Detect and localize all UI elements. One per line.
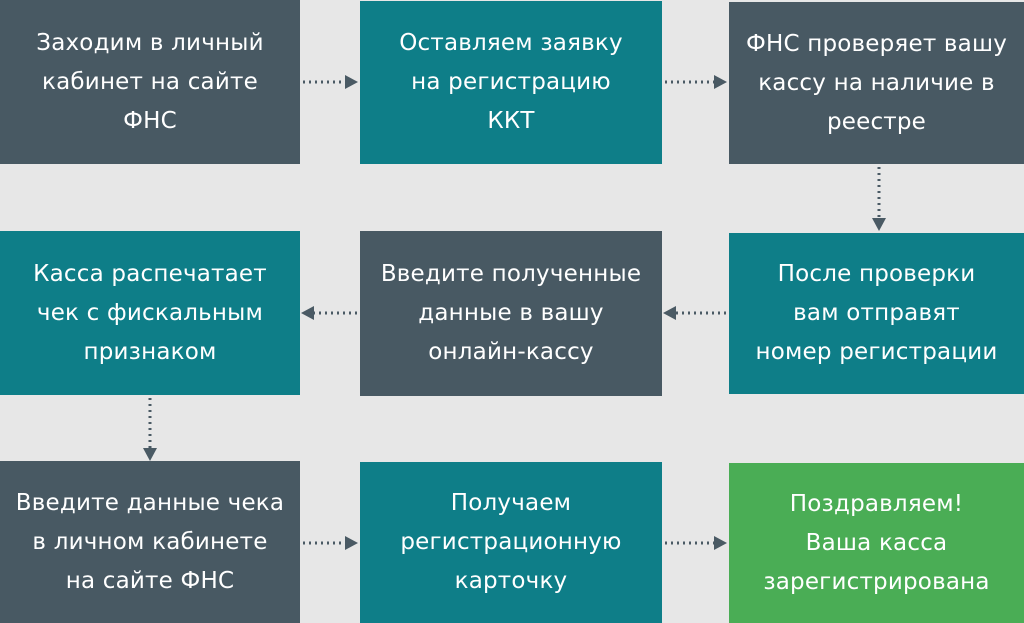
arrowhead-right-icon bbox=[714, 75, 727, 89]
step-submit-application: Оставляем заявку на регистрацию ККТ bbox=[360, 1, 662, 164]
step-print-fiscal-receipt: Касса распечатает чек с фискальным призн… bbox=[0, 231, 300, 395]
arrowhead-down-icon bbox=[143, 448, 157, 461]
step-fns-checks-registry: ФНС проверяет вашу кассу на наличие в ре… bbox=[729, 2, 1024, 164]
step-login-fns-cabinet: Заходим в личный кабинет на сайте ФНС bbox=[0, 0, 300, 164]
step-text: Поздравляем! Ваша касса зарегистрирована bbox=[763, 490, 990, 595]
step-text: После проверки вам отправят номер регист… bbox=[755, 261, 998, 365]
step-text: Заходим в личный кабинет на сайте ФНС bbox=[36, 29, 264, 134]
arrowhead-right-icon bbox=[345, 75, 358, 89]
arrowhead-right-icon bbox=[345, 536, 358, 550]
step-enter-data-into-kassa: Введите полученные данные в вашу онлайн-… bbox=[360, 231, 662, 396]
step-congratulations: Поздравляем! Ваша касса зарегистрирована bbox=[729, 463, 1024, 623]
step-text: Введите полученные данные в вашу онлайн-… bbox=[380, 261, 642, 365]
step-receive-registration-card: Получаем регистрационную карточку bbox=[360, 462, 662, 623]
arrowhead-right-icon bbox=[714, 536, 727, 550]
step-enter-receipt-data: Введите данные чека в личном кабинете на… bbox=[0, 461, 300, 623]
step-receive-registration-number: После проверки вам отправят номер регист… bbox=[729, 233, 1024, 394]
arrowhead-down-icon bbox=[872, 218, 886, 231]
step-text: Получаем регистрационную карточку bbox=[400, 490, 622, 594]
arrowhead-left-icon bbox=[301, 306, 314, 320]
step-text: Введите данные чека в личном кабинете на… bbox=[15, 489, 285, 594]
arrowhead-left-icon bbox=[663, 306, 676, 320]
step-text: Касса распечатает чек с фискальным призн… bbox=[33, 260, 267, 365]
step-text: Оставляем заявку на регистрацию ККТ bbox=[399, 30, 623, 134]
step-text: ФНС проверяет вашу кассу на наличие в ре… bbox=[745, 30, 1008, 135]
